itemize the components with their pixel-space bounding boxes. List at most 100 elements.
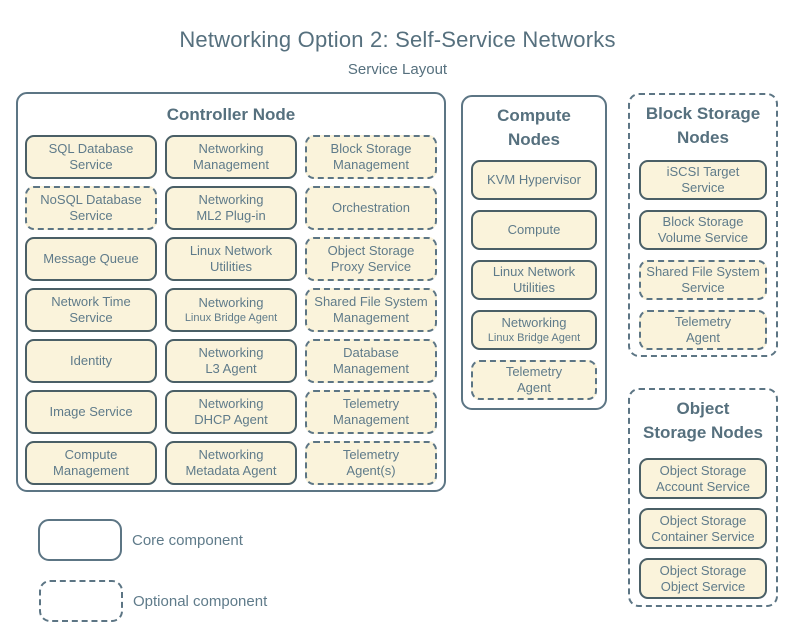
service-label: Service	[69, 310, 113, 325]
service-label: Utilities	[210, 259, 252, 274]
service-label: Management	[53, 463, 129, 478]
service-label: Management	[193, 157, 269, 172]
service-label: Orchestration	[331, 200, 411, 215]
service-label: Linux Bridge Agent	[184, 312, 278, 324]
service-label: Linux Network	[492, 264, 576, 279]
service-label: Account Service	[656, 478, 750, 494]
service-label: Block Storage	[662, 214, 744, 229]
service-label: Service	[69, 157, 113, 172]
service-label: iSCSI Target	[666, 164, 740, 179]
service-label: Object Service	[660, 578, 746, 594]
service-label: Management	[333, 361, 409, 376]
service-label: ML2 Plug-in	[196, 208, 266, 223]
service-label: Utilities	[513, 280, 555, 295]
service-label: Management	[333, 157, 409, 172]
service-label: Network Time	[51, 294, 131, 309]
service-label: Image Service	[49, 404, 133, 419]
service-label: Proxy Service	[330, 259, 412, 274]
node-title-line: Object	[676, 399, 730, 418]
service-box: Image Service	[25, 390, 157, 434]
service-label: Shared File System	[314, 294, 428, 309]
service-label: DHCP Agent	[194, 412, 268, 427]
service-label: Database	[343, 345, 399, 360]
service-label: Telemetry	[342, 447, 400, 462]
service-label: Management	[333, 310, 409, 325]
service-box: Orchestration	[305, 186, 437, 230]
page-subtitle: Service Layout	[347, 61, 448, 78]
service-label: Object Storage	[659, 512, 747, 528]
service-label: Service	[681, 280, 725, 295]
legend-core-label: Core component	[132, 531, 243, 549]
service-label: Object Storage	[659, 462, 747, 478]
service-label: Service	[681, 180, 725, 195]
page-title: Networking Option 2: Self-Service Networ…	[179, 27, 616, 52]
service-label: Identity	[70, 353, 112, 368]
service-label: Object Storage	[659, 562, 747, 578]
service-label: Compute	[507, 222, 561, 237]
service-label: Volume Service	[657, 230, 749, 245]
service-label: SQL Database	[48, 141, 134, 156]
service-label: Compute	[64, 447, 118, 462]
service-label: Agent	[686, 330, 720, 345]
service-label: Service	[69, 208, 113, 223]
service-label: Agent	[517, 380, 551, 395]
service-label: Networking	[198, 141, 264, 156]
legend-item-optional: Optional component	[39, 580, 267, 622]
service-label: Networking	[198, 447, 264, 462]
service-box: KVM Hypervisor	[471, 160, 597, 200]
service-label: Block Storage	[330, 141, 412, 156]
service-label: NoSQL Database	[40, 192, 142, 207]
service-label: Message Queue	[43, 251, 139, 266]
legend-optional-label: Optional component	[133, 592, 268, 610]
node-title-line: Compute	[497, 106, 571, 125]
service-label: Networking	[198, 295, 264, 310]
node-title-line: Storage Nodes	[643, 423, 763, 442]
service-label: Container Service	[651, 528, 755, 544]
service-label: Linux Bridge Agent	[487, 332, 581, 344]
service-label: Management	[333, 412, 409, 427]
core-component-swatch	[38, 519, 122, 561]
service-label: Agent(s)	[346, 463, 396, 478]
service-label: Networking	[198, 192, 264, 207]
optional-component-swatch	[39, 580, 123, 622]
service-label: Shared File System	[646, 264, 760, 279]
service-box: Message Queue	[25, 237, 157, 281]
legend-item-core: Core component	[38, 519, 243, 561]
service-label: Object Storage	[327, 243, 415, 258]
service-label: Networking	[501, 315, 567, 330]
service-label: Networking	[198, 345, 264, 360]
